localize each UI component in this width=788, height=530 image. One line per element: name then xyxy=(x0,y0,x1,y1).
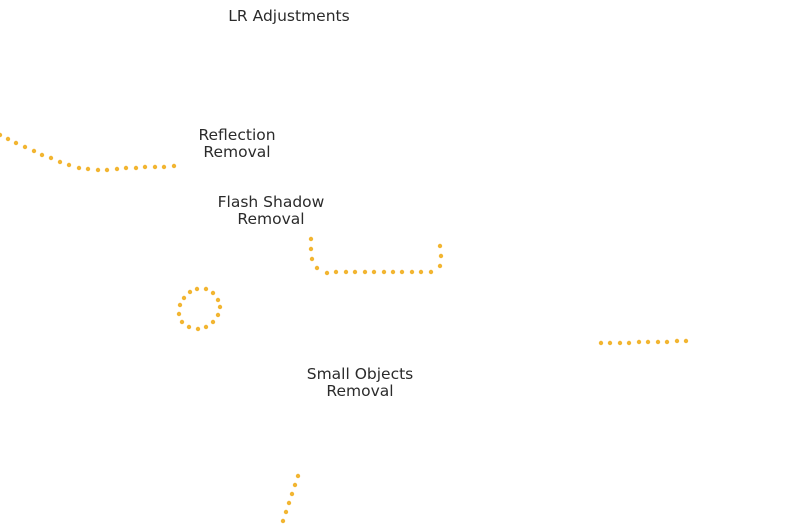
reflection-dotted-path xyxy=(0,132,177,173)
flash-shadow-dotted-bracket xyxy=(308,236,444,276)
label-reflection-removal-line2: Removal xyxy=(203,143,271,161)
bottom-dotted-line xyxy=(280,473,301,524)
label-lr-adjustments: LR Adjustments xyxy=(228,8,349,25)
label-small-objects-removal-line1: Small Objects xyxy=(306,365,414,383)
label-reflection-removal: Reflection Removal xyxy=(198,127,275,161)
label-flash-shadow-removal-line2: Removal xyxy=(237,210,305,228)
label-flash-shadow-removal: Flash Shadow Removal xyxy=(218,194,325,228)
label-reflection-removal-line1: Reflection xyxy=(198,126,276,144)
label-lr-adjustments-line1: LR Adjustments xyxy=(228,7,350,25)
right-dotted-line xyxy=(598,338,689,346)
label-flash-shadow-removal-line1: Flash Shadow xyxy=(217,193,325,211)
small-object-dotted-circle xyxy=(176,286,223,332)
label-small-objects-removal: Small Objects Removal xyxy=(307,366,414,400)
label-small-objects-removal-line2: Removal xyxy=(326,382,394,400)
